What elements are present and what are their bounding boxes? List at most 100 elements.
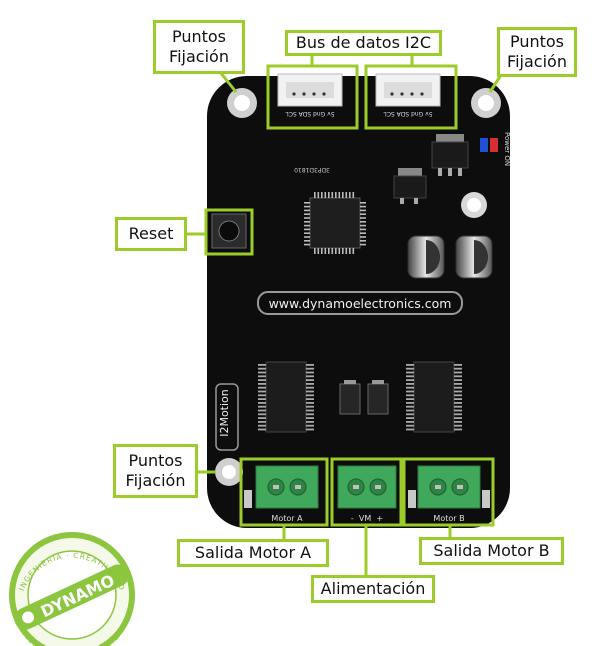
chip-pin [406,390,414,393]
mounting-hole-bottom-left [215,458,243,486]
mounting-hole-top-right [471,88,501,118]
label-motor-a-output: Salida Motor A [177,539,329,567]
chip-pin [317,192,320,198]
chip-pin [454,428,462,431]
chip-pin [360,205,366,208]
reset-button [211,213,247,249]
chip-pin [406,379,414,381]
chip-pin [314,192,316,198]
chip-pin [306,428,314,431]
chip-pin [335,248,337,254]
chip-pin [406,428,414,431]
chip-pin [306,390,314,393]
voltage-regulator-top [431,134,469,176]
label-bus-i2c: Bus de datos I2C [285,30,442,56]
chip-pin [406,413,414,416]
chip-pin [454,424,462,427]
chip-pin [331,248,334,254]
chip-pin [306,398,314,400]
chip-pin [258,405,266,408]
chip-pin [258,379,266,381]
chip-pin [454,375,462,378]
voltage-regulator-bottom [393,168,427,204]
chip-pin [454,364,462,366]
chip-pin [454,383,462,385]
chip-pin [454,421,462,423]
chip-pin [406,371,414,374]
chip-pin [304,221,310,223]
chip-pin [258,371,266,374]
label-reset-text: Reset [128,224,174,243]
mounting-hole-mid-right [461,192,487,218]
i2c-connector-left: 5v Gnd SDA SCL [277,73,343,117]
chip-pin [360,202,366,204]
label-motor-b-output-text: Salida Motor B [433,541,550,560]
label-reset: Reset [115,217,187,251]
chip-pin [304,202,310,204]
brand-vertical-text: I2Motion [218,389,231,437]
chip-pin [406,424,414,427]
chip-pin [454,386,462,389]
chip-pin [306,424,314,427]
chip-pin [304,232,310,234]
chip-pin [406,394,414,397]
label-mount-bottom-left-line1: Puntos [128,451,183,470]
chip-pin [352,248,355,254]
chip-pin [406,364,414,366]
chip-pin [304,209,310,212]
brand-frame [215,383,239,451]
chip-pin [454,413,462,416]
chip-pin [306,402,314,404]
chip-pin [258,383,266,385]
board-id-silk: 3DP3D1810 [294,166,330,173]
chip-pin [306,405,314,408]
chip-pin [454,402,462,404]
chip-pin [304,217,310,219]
chip-pin [304,240,310,242]
website-url: www.dynamoelectronics.com [269,296,452,311]
chip-pin [306,394,314,397]
power-led-label: Power ON [503,132,511,166]
chip-pin [306,386,314,389]
chip-pin [454,371,462,374]
chip-pin [258,402,266,404]
chip-pin [406,383,414,385]
chip-pin [454,390,462,393]
diode-left [339,380,361,415]
connector-silk-right: 5v Gnd SDA SCL [383,110,433,117]
label-mount-top-right-line1: Puntos [509,32,565,51]
chip-pin [328,248,330,254]
chip-pin [304,243,310,246]
chip-pin [349,192,351,198]
dynamo-logo: INGENIERÍA · CREATIVIDAD · ELECTRÓNICA ·… [9,532,135,646]
chip-pin [349,248,351,254]
label-power-input: Alimentación [311,575,435,603]
chip-pin [306,409,314,412]
chip-pin [454,398,462,400]
chip-pin [360,240,366,242]
chip-pin [321,248,323,254]
chip-pin [304,205,310,208]
chip-pin [360,209,366,212]
capacitor-right [455,235,493,279]
chip-pin [306,417,314,419]
chip-pin [258,394,266,397]
terminal-label-motor-a: Motor A [271,514,303,523]
chip-pin [258,409,266,412]
chip-pin [258,421,266,423]
chip-pin [360,228,366,231]
motor-driver-ic-right [406,361,462,433]
label-bus-i2c-text: Bus de datos I2C [295,33,432,52]
terminal-block-vm: - VM + [337,465,397,523]
terminal-block-motor-a: Motor A [244,465,319,523]
label-mount-top-right: Puntos Fijación [497,27,577,77]
chip-pin [352,192,355,198]
label-mount-top-left-line1: Puntos [171,27,227,46]
chip-pin [258,367,266,370]
chip-pin [345,192,348,198]
diode-right [367,380,389,415]
chip-pin [454,394,462,397]
terminal-block-motor-b: Motor B [408,465,490,523]
chip-pin [342,192,344,198]
chip-pin [360,221,366,223]
